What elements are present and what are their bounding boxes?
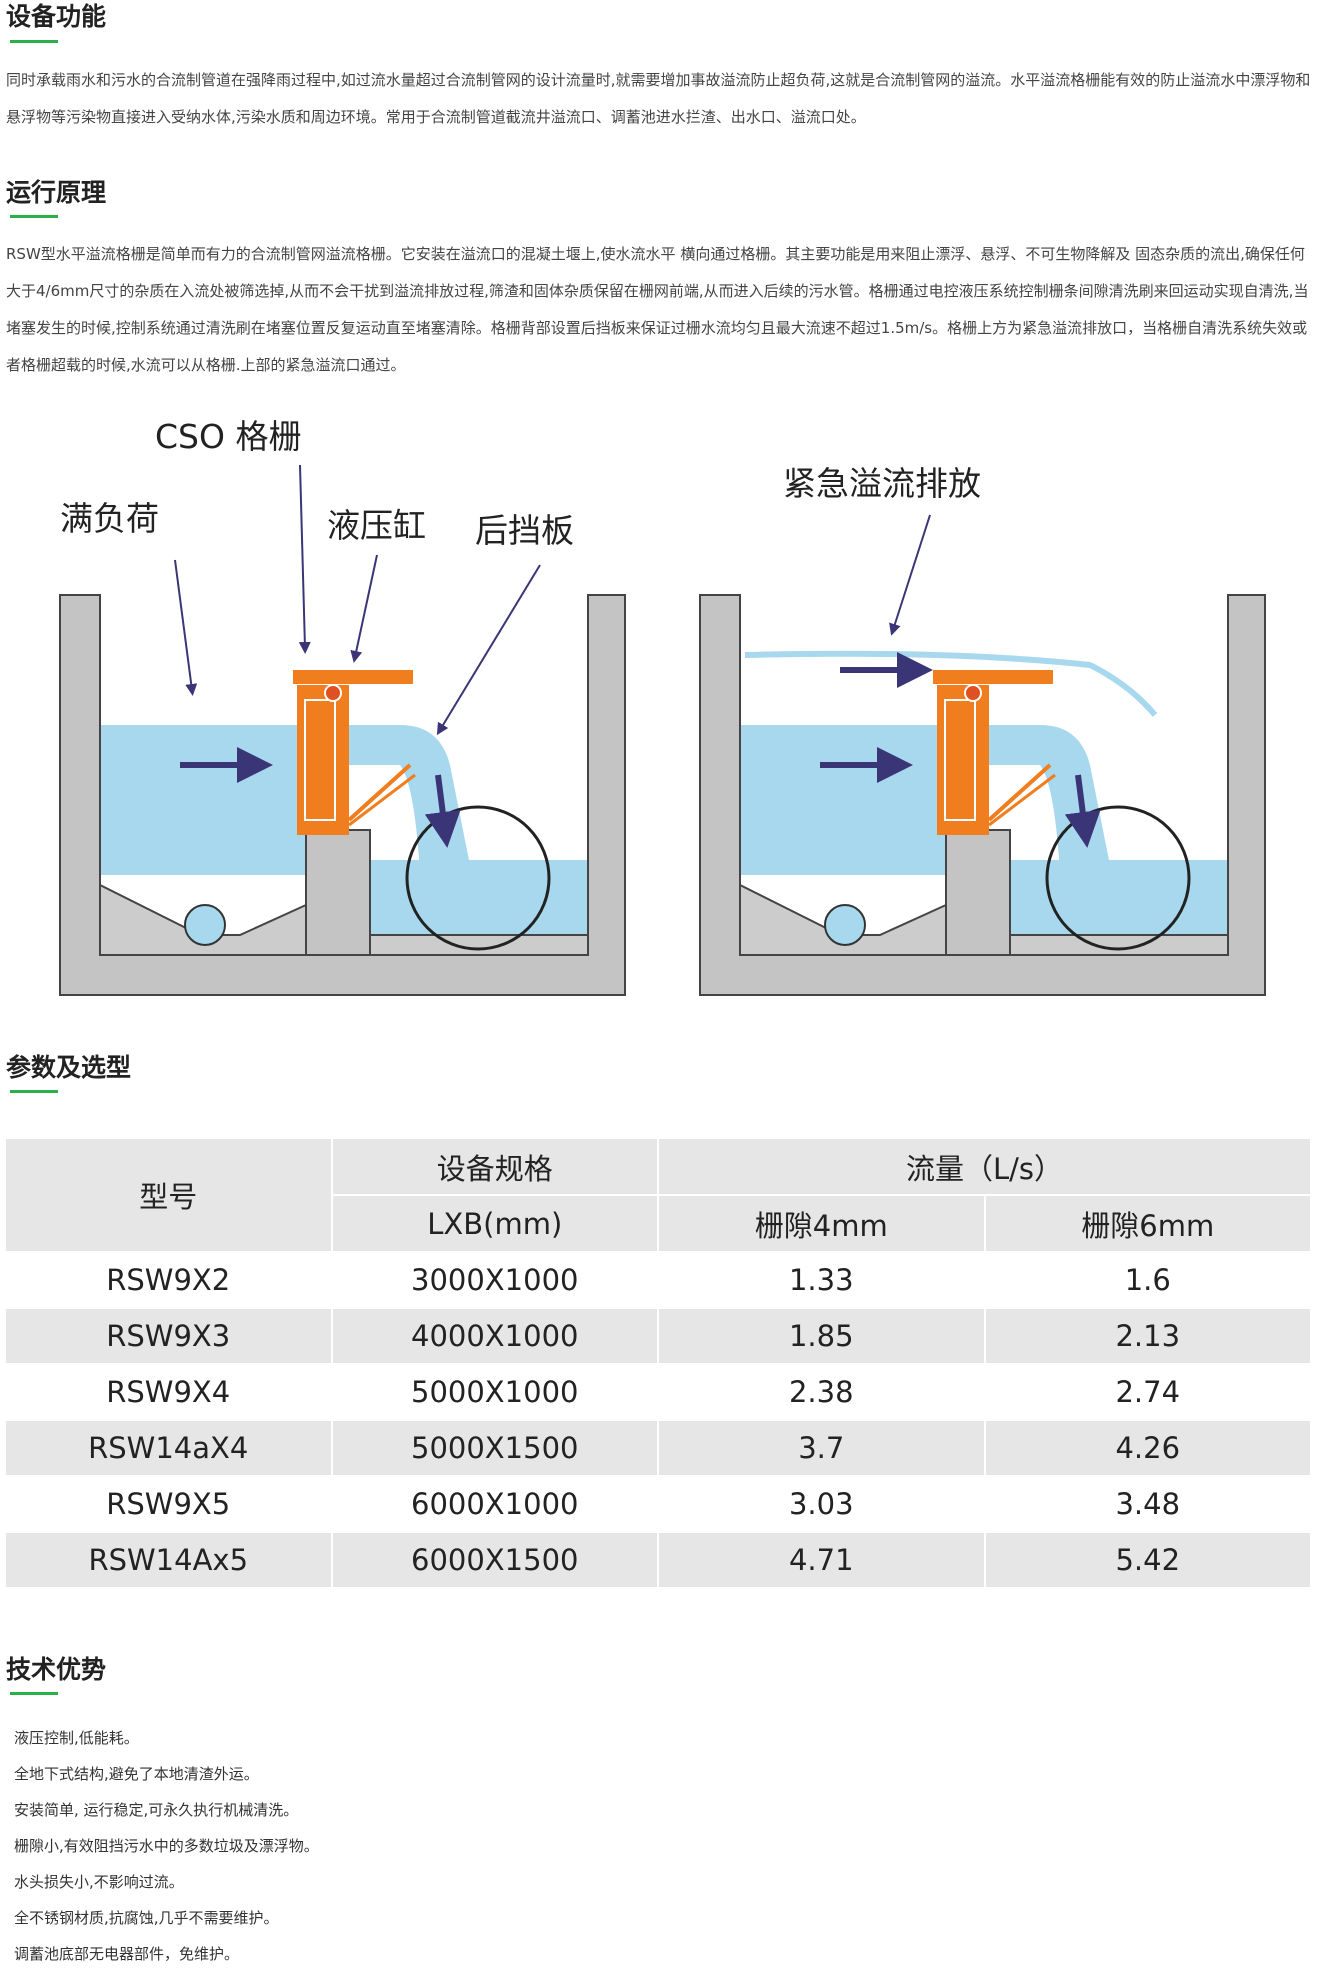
outlet-pipe (405, 805, 551, 951)
spec-table-body: RSW9X2 3000X1000 1.33 1.6 RSW9X3 4000X10… (4, 1251, 1312, 1589)
cell-flow-4mm: 3.7 (657, 1419, 986, 1477)
cell-flow-6mm: 3.48 (983, 1475, 1312, 1533)
section-title-function: 设备功能 (6, 2, 107, 31)
header-gap-6mm: 栅隙6mm (983, 1194, 1312, 1253)
cell-model: RSW9X3 (4, 1307, 333, 1365)
emergency-overflow-stream (744, 650, 1158, 717)
cell-model: RSW9X4 (4, 1363, 333, 1421)
list-item: 全地下式结构,避免了本地清渣外运。 (14, 1765, 259, 1783)
list-item: 全不锈钢材质,抗腐蚀,几乎不需要维护。 (14, 1909, 279, 1927)
cell-model: RSW9X5 (4, 1475, 333, 1533)
right-tank (699, 514, 1266, 996)
cell-flow-4mm: 1.33 (657, 1251, 986, 1309)
inlet-pipe (184, 904, 226, 946)
advantages-list: 液压控制,低能耗。 全地下式结构,避免了本地清渣外运。 安装简单, 运行稳定,可… (14, 1720, 319, 1972)
basin-floor (369, 934, 589, 956)
pointer-back-plate (436, 564, 541, 736)
pointer-cylinder (350, 554, 378, 663)
cell-flow-4mm: 4.71 (657, 1531, 986, 1589)
table-row: RSW9X3 4000X1000 1.85 2.13 (4, 1307, 1312, 1365)
table-row: RSW9X4 5000X1000 2.38 2.74 (4, 1363, 1312, 1421)
label-emergency-overflow: 紧急溢流排放 (783, 464, 981, 503)
cell-flow-6mm: 4.26 (983, 1419, 1312, 1477)
table-row: RSW9X2 3000X1000 1.33 1.6 (4, 1251, 1312, 1309)
cell-flow-6mm: 2.74 (983, 1363, 1312, 1421)
section-title-principle: 运行原理 (6, 178, 107, 207)
tank-wall (59, 594, 626, 996)
label-cso-screen: CSO 格栅 (155, 417, 301, 456)
header-flow: 流量（L/s） (657, 1137, 1312, 1196)
section-title-params: 参数及选型 (6, 1053, 132, 1082)
cell-spec: 3000X1000 (330, 1251, 659, 1309)
table-row: RSW14aX4 5000X1500 3.7 4.26 (4, 1419, 1312, 1477)
cso-screen-diagram: CSO 格栅 满负荷 液压缸 后挡板 紧急溢流排放 (59, 417, 1266, 996)
back-plate-strut (347, 763, 412, 822)
cell-spec: 5000X1000 (330, 1363, 659, 1421)
screen-top-arm (293, 670, 413, 684)
title-underline (10, 40, 58, 43)
left-tank (59, 464, 626, 996)
title-underline (10, 215, 58, 218)
header-gap-4mm: 栅隙4mm (657, 1194, 986, 1253)
label-back-plate: 后挡板 (475, 511, 574, 550)
cell-flow-4mm: 1.85 (657, 1307, 986, 1365)
list-item: 安装简单, 运行稳定,可永久执行机械清洗。 (14, 1801, 299, 1819)
section-title-advantages: 技术优势 (6, 1655, 107, 1684)
title-underline (10, 1692, 58, 1695)
water-upstream (100, 725, 306, 875)
back-plate-strut (348, 773, 416, 827)
cell-spec: 6000X1000 (330, 1475, 659, 1533)
list-item: 调蓄池底部无电器部件，免维护。 (14, 1945, 240, 1963)
function-paragraph: 同时承载雨水和污水的合流制管道在强降雨过程中,如过流水量超过合流制管网的设计流量… (6, 71, 1311, 126)
cell-flow-6mm: 2.13 (983, 1307, 1312, 1365)
cell-flow-4mm: 2.38 (657, 1363, 986, 1421)
cell-flow-6mm: 5.42 (983, 1531, 1312, 1589)
flow-arrow-down (424, 774, 461, 848)
pointer-cso (298, 464, 311, 654)
list-item: 水头损失小,不影响过流。 (14, 1873, 184, 1891)
principle-paragraph: RSW型水平溢流格栅是简单而有力的合流制管网溢流格栅。它安装在溢流口的混凝土堰上… (6, 245, 1309, 374)
cell-spec: 4000X1000 (330, 1307, 659, 1365)
screen-bars (304, 699, 336, 821)
cell-spec: 5000X1500 (330, 1419, 659, 1477)
title-underline (10, 1090, 58, 1093)
pointer-full-load (174, 559, 198, 696)
label-full-load: 满负荷 (60, 499, 159, 538)
list-item: 栅隙小,有效阻挡污水中的多数垃圾及漂浮物。 (14, 1837, 319, 1855)
header-spec-unit: LXB(mm) (330, 1194, 659, 1253)
cell-model: RSW14Ax5 (4, 1531, 333, 1589)
cell-model: RSW9X2 (4, 1251, 333, 1309)
spec-table: 型号 设备规格 流量（L/s） LXB(mm) 栅隙4mm 栅隙6mm RSW9… (4, 1137, 1312, 1589)
cell-model: RSW14aX4 (4, 1419, 333, 1477)
cell-spec: 6000X1500 (330, 1531, 659, 1589)
cylinder-pivot (324, 684, 342, 702)
cell-flow-6mm: 1.6 (983, 1251, 1312, 1309)
list-item: 液压控制,低能耗。 (14, 1729, 139, 1747)
cell-flow-4mm: 3.03 (657, 1475, 986, 1533)
header-spec: 设备规格 (330, 1137, 659, 1196)
header-model: 型号 (4, 1137, 333, 1253)
table-row: RSW9X5 6000X1000 3.03 3.48 (4, 1475, 1312, 1533)
label-hydraulic-cylinder: 液压缸 (327, 506, 426, 545)
table-row: RSW14Ax5 6000X1500 4.71 5.42 (4, 1531, 1312, 1589)
